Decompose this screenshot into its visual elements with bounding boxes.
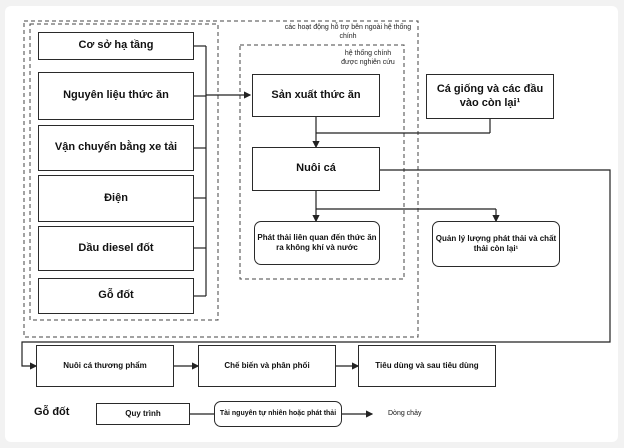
inputs-boundary [29,23,219,321]
flow-fish-to-commercial [21,169,611,370]
outer-boundary-label: các hoạt động hỗ trợ bên ngoài hệ thống … [284,24,412,40]
legend-process-box: Quy trình [96,403,190,425]
input-electricity: Điện [38,175,194,222]
inner-system-boundary [239,44,405,280]
legend-flow-label: Dòng chảy [388,410,422,417]
consumption-box: Tiêu dùng và sau tiêu dùng [358,345,496,387]
outer-system-boundary [23,20,419,338]
feed-emissions-box: Phát thải liên quan đến thức ăn ra không… [254,221,380,265]
inner-boundary-label: hệ thống chính được nghiên cứu [341,50,395,66]
processing-box: Chế biến và phân phối [198,345,336,387]
input-diesel: Dầu diesel đốt [38,226,194,271]
feed-production-box: Sản xuất thức ăn [252,74,380,117]
fish-farming-box: Nuôi cá [252,147,380,191]
legend-resource-box: Tài nguyên tự nhiên hoặc phát thải [214,401,342,427]
emission-management-box: Quản lý lượng phát thải và chất thải còn… [432,221,560,267]
input-infrastructure: Cơ sở hạ tầng [38,32,194,60]
fingerlings-box: Cá giống và các đầu vào còn lại¹ [426,74,554,119]
input-truck-transport: Vận chuyển bằng xe tải [38,125,194,171]
input-wood: Gỗ đốt [38,278,194,314]
input-feed-materials: Nguyên liệu thức ăn [38,72,194,120]
commercial-fish-box: Nuôi cá thương phẩm [36,345,174,387]
legend-title: Gỗ đốt [34,406,70,418]
